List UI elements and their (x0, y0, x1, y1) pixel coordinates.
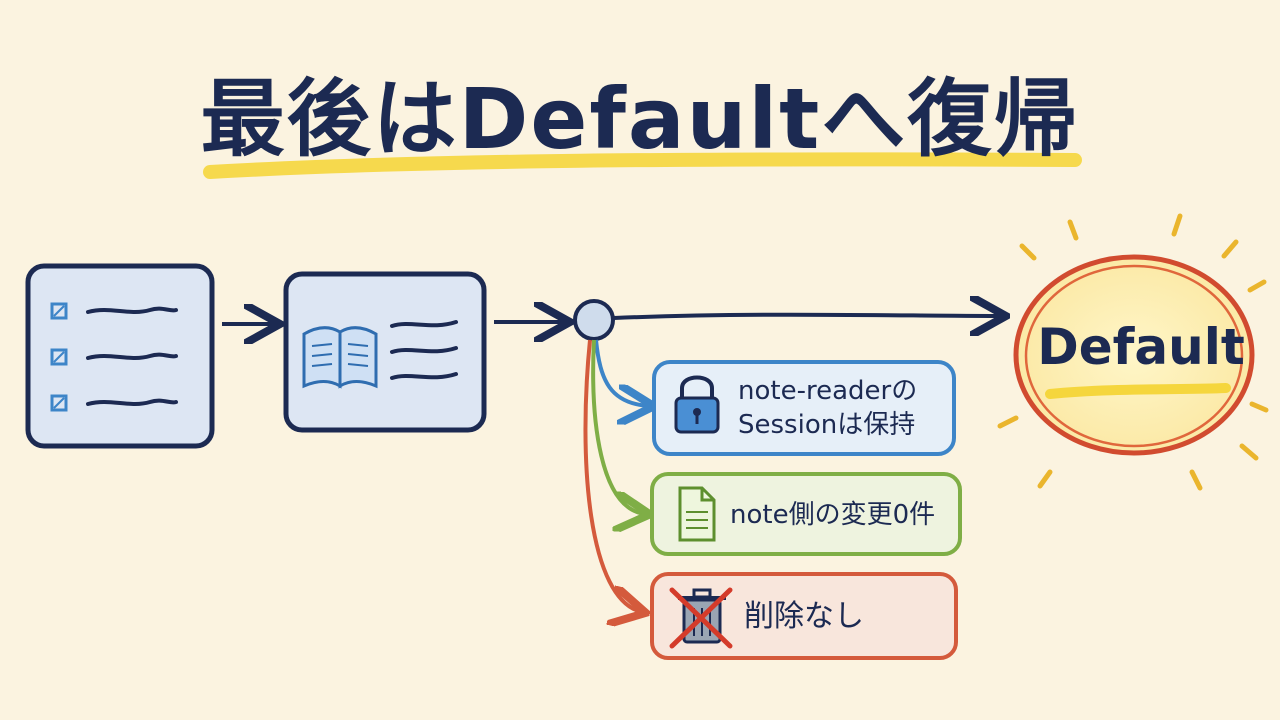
branch-node (573, 299, 615, 341)
checkbox-icon (50, 348, 68, 366)
outcome-delete-text: 削除なし (744, 599, 864, 634)
default-underline (1045, 383, 1231, 399)
branch-arrow-blue (594, 339, 650, 406)
page-title: 最後はDefaultへ復帰 (200, 70, 1080, 168)
outcome-session-text: note-readerの Sessionは保持 (738, 374, 948, 442)
book-box (283, 271, 487, 433)
checkbox-icon (50, 302, 68, 320)
flow-arrow-to-default (613, 315, 1002, 318)
branch-arrow-green (591, 339, 646, 514)
sun-rays (997, 213, 1269, 491)
crossed-trash-icon (669, 587, 733, 649)
branch-arrow-red (583, 339, 642, 612)
open-book-icon (302, 326, 378, 389)
outcome-box-session (652, 360, 956, 456)
document-icon (678, 486, 716, 542)
outcome-changes-text: note側の変更0件 (730, 500, 936, 530)
outcome-session-line1: note-readerの (738, 376, 918, 406)
checkbox-icon (50, 394, 68, 412)
outcome-box-changes (650, 472, 962, 556)
lock-icon (674, 375, 720, 434)
title-underline (203, 152, 1082, 179)
default-label: Default (1037, 318, 1245, 376)
default-target (997, 213, 1269, 491)
outcome-session-line2: Sessionは保持 (738, 410, 916, 440)
checklist-box (25, 263, 215, 449)
